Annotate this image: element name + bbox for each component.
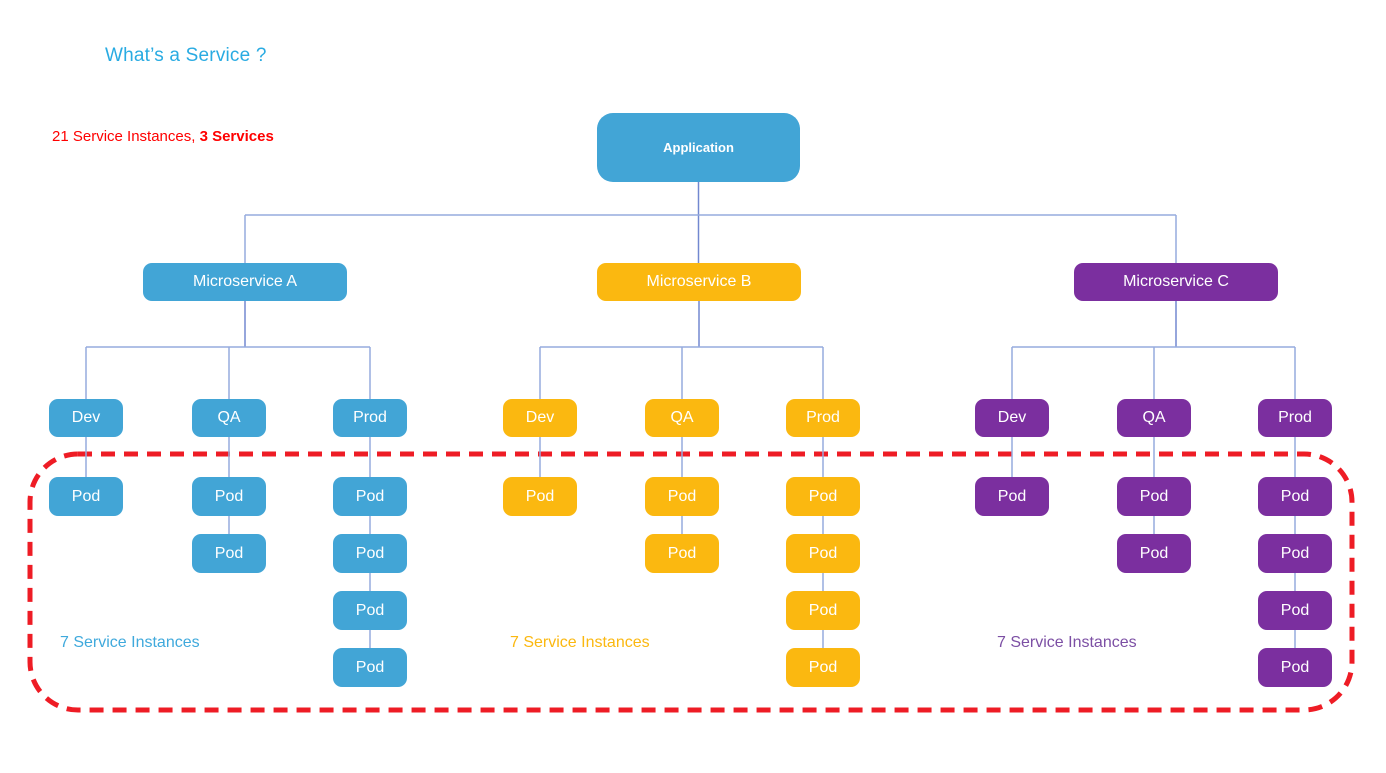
summary-normal-text: 21 Service Instances, xyxy=(52,128,200,145)
node-pod: Pod xyxy=(786,477,860,516)
node-pod: Pod xyxy=(333,591,407,630)
node-env-prod: Prod xyxy=(333,399,407,437)
node-env-qa: QA xyxy=(645,399,719,437)
service-instances-count-label: 7 Service Instances xyxy=(510,634,650,651)
node-pod: Pod xyxy=(1117,534,1191,573)
node-env-prod: Prod xyxy=(1258,399,1332,437)
node-env-dev: Dev xyxy=(49,399,123,437)
node-env-prod: Prod xyxy=(786,399,860,437)
node-env-dev: Dev xyxy=(503,399,577,437)
node-pod: Pod xyxy=(1117,477,1191,516)
summary-bold-text: 3 Services xyxy=(199,128,274,145)
node-pod: Pod xyxy=(503,477,577,516)
node-pod: Pod xyxy=(333,477,407,516)
node-pod: Pod xyxy=(786,648,860,687)
node-pod: Pod xyxy=(1258,477,1332,516)
node-pod: Pod xyxy=(645,534,719,573)
node-microservice-b: Microservice B xyxy=(597,263,801,301)
page-title: What’s a Service ? xyxy=(105,45,267,66)
node-pod: Pod xyxy=(192,534,266,573)
node-application: Application xyxy=(597,113,800,182)
node-pod: Pod xyxy=(786,534,860,573)
node-env-qa: QA xyxy=(192,399,266,437)
node-pod: Pod xyxy=(645,477,719,516)
service-instances-count-label: 7 Service Instances xyxy=(60,634,200,651)
node-env-dev: Dev xyxy=(975,399,1049,437)
node-pod: Pod xyxy=(1258,534,1332,573)
node-pod: Pod xyxy=(49,477,123,516)
node-pod: Pod xyxy=(975,477,1049,516)
node-pod: Pod xyxy=(333,648,407,687)
node-pod: Pod xyxy=(786,591,860,630)
node-pod: Pod xyxy=(1258,591,1332,630)
node-pod: Pod xyxy=(1258,648,1332,687)
summary-text: 21 Service Instances, 3 Services xyxy=(52,128,274,145)
node-microservice-a: Microservice A xyxy=(143,263,347,301)
service-instances-scope-outline xyxy=(27,451,1355,713)
node-pod: Pod xyxy=(192,477,266,516)
service-instances-count-label: 7 Service Instances xyxy=(997,634,1137,651)
node-env-qa: QA xyxy=(1117,399,1191,437)
node-pod: Pod xyxy=(333,534,407,573)
node-microservice-c: Microservice C xyxy=(1074,263,1278,301)
